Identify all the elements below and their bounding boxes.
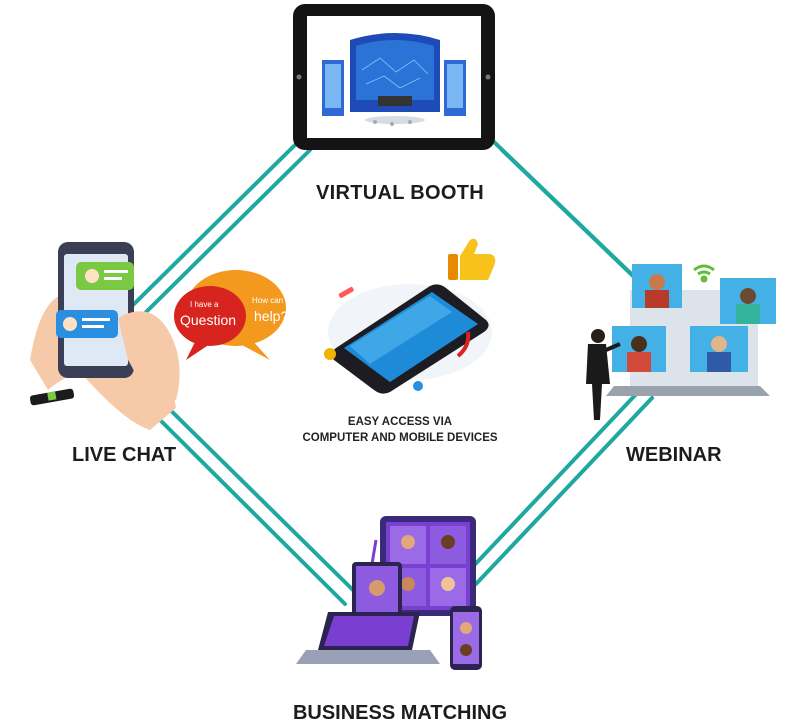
- tablet-virtual-booth-icon: [293, 4, 495, 150]
- question-small-text: I have a: [190, 300, 219, 309]
- smartphone-access-icon: [324, 238, 496, 394]
- thumbs-up-icon: [448, 238, 496, 280]
- speech-bubbles: I have a Question How can I help?: [174, 270, 288, 360]
- webinar-label: WEBINAR: [626, 444, 722, 466]
- help-small-text: How can I: [252, 296, 288, 305]
- question-big-text: Question: [180, 312, 236, 328]
- virtual-booth-label: VIRTUAL BOOTH: [316, 182, 484, 204]
- business-matching-label: BUSINESS MATCHING: [292, 702, 508, 724]
- hand-phone-chat-icon: [29, 242, 180, 430]
- wifi-icon: [693, 264, 715, 283]
- center-caption: EASY ACCESS VIA COMPUTER AND MOBILE DEVI…: [250, 414, 550, 446]
- presenter-laptop-webinar-icon: [586, 264, 776, 420]
- help-big-text: help?: [254, 308, 288, 324]
- connector-lines: [126, 138, 662, 606]
- devices-video-grid-icon: [296, 516, 482, 670]
- center-caption-line1: EASY ACCESS VIA: [347, 416, 453, 428]
- center-caption-line2: COMPUTER AND MOBILE DEVICES: [302, 432, 498, 444]
- live-chat-label: LIVE CHAT: [72, 444, 177, 466]
